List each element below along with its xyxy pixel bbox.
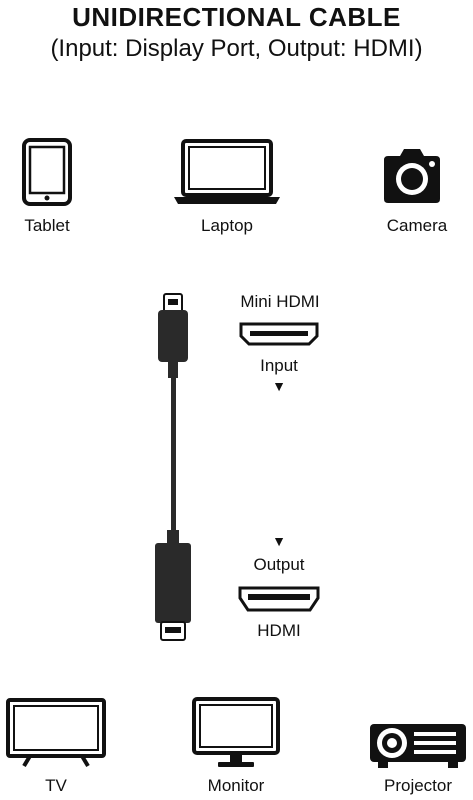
output-arrow-icon: ▼: [272, 533, 286, 549]
mini-hdmi-label: Mini HDMI: [240, 292, 320, 311]
monitor-label: Monitor: [207, 776, 265, 795]
mini-hdmi-port-icon: [239, 322, 319, 346]
camera-label: Camera: [386, 216, 448, 235]
hdmi-label: HDMI: [257, 621, 301, 640]
projector-label: Projector: [383, 776, 453, 795]
tablet-label: Tablet: [24, 216, 70, 235]
output-label: Output: [253, 555, 305, 574]
tv-icon: [6, 698, 106, 768]
monitor-icon: [192, 697, 280, 769]
cable-icon: [150, 290, 200, 650]
hdmi-port-icon: [238, 586, 320, 612]
camera-icon: [382, 148, 442, 204]
laptop-label: Laptop: [201, 216, 253, 235]
page-title: UNIDIRECTIONAL CABLE: [72, 2, 401, 32]
input-arrow-icon: ▼: [272, 378, 286, 394]
tv-label: TV: [45, 776, 67, 795]
laptop-icon: [172, 138, 282, 206]
tablet-icon: [22, 138, 72, 206]
page-subtitle: (Input: Display Port, Output: HDMI): [50, 35, 423, 62]
projector-icon: [368, 718, 468, 770]
input-label: Input: [260, 356, 298, 375]
